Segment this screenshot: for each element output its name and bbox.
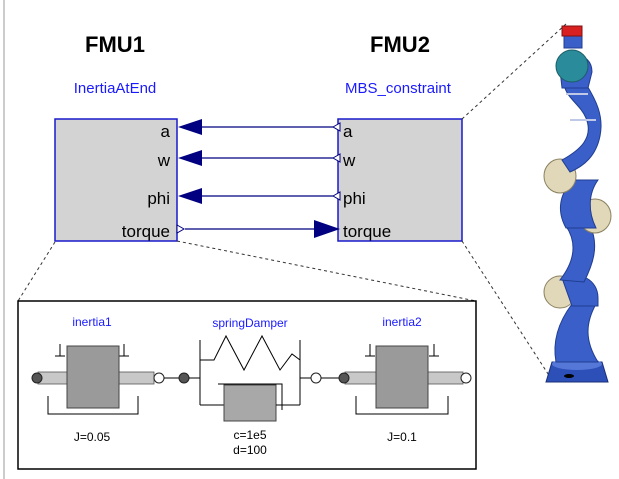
inertia1-bracket	[47, 396, 139, 415]
fmu2-port-a: a	[343, 122, 353, 141]
output-arrow-phi	[331, 191, 341, 201]
signal-connections	[176, 119, 341, 238]
damper-cylinder	[223, 384, 277, 422]
zoom-guide-right	[176, 240, 477, 302]
fmu1-block[interactable]: a w phi torque	[54, 118, 178, 242]
fmu1-port-w: w	[157, 151, 171, 170]
spring-damper-param-d: d=100	[233, 443, 267, 457]
fmu2-port-phi: phi	[343, 189, 366, 208]
robot-link-2	[559, 225, 596, 283]
robot-guide-top	[461, 23, 567, 120]
inertia2-flange-b[interactable]	[460, 372, 472, 384]
inertia2-body	[375, 345, 429, 409]
robot-arm-image	[543, 25, 612, 383]
input-arrow-a	[178, 119, 202, 135]
fmu2-class-name: MBS_constraint	[345, 80, 452, 97]
fmu2-title: FMU2	[370, 32, 430, 57]
output-arrow-a	[331, 122, 341, 132]
fmu2-port-torque: torque	[343, 222, 391, 241]
inertia2-param: J=0.1	[387, 430, 417, 444]
inertia1-flange-b[interactable]	[153, 372, 165, 384]
inertia1-name: inertia1	[72, 315, 112, 329]
spring-flange-a[interactable]	[178, 372, 190, 384]
fmu1-class-name: InertiaAtEnd	[74, 80, 157, 97]
inertia1-flange-a[interactable]	[31, 372, 43, 384]
fmu2-port-w: w	[342, 151, 356, 170]
robot-wrist-joint	[555, 49, 589, 83]
output-arrow-torque	[176, 224, 186, 234]
inertia2-component[interactable]: inertia2 J=0.1	[338, 315, 472, 444]
fmu2-box[interactable]	[337, 118, 463, 242]
inertia1-param: J=0.05	[74, 430, 111, 444]
robot-link-3	[559, 179, 599, 229]
output-arrow-w	[331, 153, 341, 163]
inertia2-name: inertia2	[382, 315, 422, 329]
fmu1-port-a: a	[161, 122, 171, 141]
spring-flange-b[interactable]	[310, 372, 322, 384]
inertia1-body	[66, 345, 120, 409]
spring-damper-name: springDamper	[212, 316, 287, 330]
robot-base-logo	[564, 374, 574, 378]
spring-damper-param-c: c=1e5	[233, 428, 266, 442]
zoom-guides	[17, 23, 567, 381]
spring-zigzag	[200, 334, 301, 372]
robot-link-1	[554, 303, 599, 363]
inertia2-bracket	[355, 396, 449, 415]
input-arrow-phi	[178, 188, 202, 204]
robot-link-4	[561, 83, 602, 173]
inertia1-component[interactable]: inertia1 J=0.05	[31, 315, 165, 444]
damper-housing	[218, 383, 283, 410]
spring-damper-component[interactable]: springDamper c=1e5 d=100	[189, 316, 311, 457]
zoom-guide-left	[17, 241, 56, 302]
fmu1-port-torque: torque	[122, 222, 170, 241]
fmu1-port-phi: phi	[147, 189, 170, 208]
inertia2-flange-a[interactable]	[338, 372, 350, 384]
inertia-at-end-detail: inertia1 J=0.05 springDamper	[17, 300, 477, 470]
robot-flange	[563, 35, 583, 49]
fmu1-title: FMU1	[85, 32, 145, 57]
robot-end-effector	[561, 25, 583, 37]
fmu2-block[interactable]: a w phi torque	[337, 118, 463, 242]
fmu1-box[interactable]	[54, 118, 178, 242]
input-arrow-torque	[314, 220, 340, 238]
input-arrow-w	[178, 150, 202, 166]
